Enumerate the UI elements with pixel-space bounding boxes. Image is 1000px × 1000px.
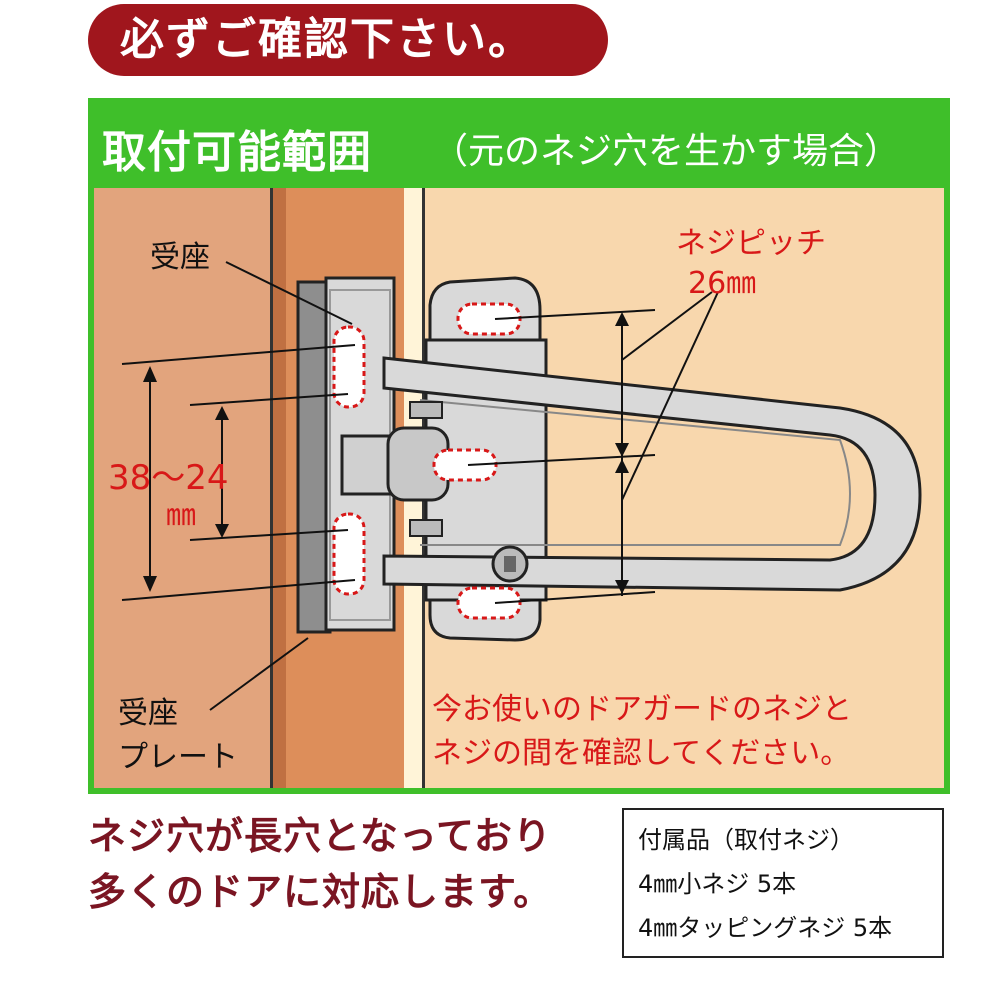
warning-banner: 必ずご確認下さい。 bbox=[88, 4, 608, 76]
slot-feature-text: ネジ穴が長穴となっており 多くのドアに対応します。 bbox=[88, 808, 552, 920]
pitch-dimension-arrows bbox=[615, 312, 629, 594]
pitch-dimension-lines bbox=[467, 291, 719, 604]
title-bar bbox=[94, 104, 944, 188]
guard-arm bbox=[382, 356, 922, 592]
guard-slot-bottom bbox=[456, 586, 522, 620]
receiver-plate-label-2: プレート bbox=[118, 740, 238, 775]
receiver-slot-lower bbox=[332, 512, 366, 596]
range-unit: ㎜ bbox=[166, 498, 196, 533]
receiver-label: 受座 bbox=[150, 240, 210, 275]
slot-feature-line-2: 多くのドアに対応します。 bbox=[88, 870, 553, 914]
check-note-line-2: ネジの間を確認してください。 bbox=[432, 736, 851, 771]
receiver-plate-label-1: 受座 bbox=[118, 696, 178, 731]
slot-feature-line-1: ネジ穴が長穴となっており bbox=[88, 814, 552, 858]
range-dimension-lines bbox=[121, 344, 356, 601]
diagram-subtitle: （元のネジ穴を生かす場合） bbox=[432, 131, 901, 172]
range-value: 38～24 bbox=[108, 458, 229, 498]
guard-slot-top bbox=[456, 302, 522, 336]
check-note: 今お使いのドアガードのネジと ネジの間を確認してください。 bbox=[432, 688, 852, 776]
accessories-box: 付属品（取付ネジ） 4㎜小ネジ 5本 4㎜タッピングネジ 5本 bbox=[622, 808, 944, 958]
accessories-item-2: 4㎜タッピングネジ 5本 bbox=[638, 914, 893, 942]
diagram-title: 取付可能範囲 bbox=[102, 127, 372, 178]
accessories-title: 付属品（取付ネジ） bbox=[638, 826, 854, 854]
check-note-line-1: 今お使いのドアガードのネジと bbox=[432, 692, 852, 727]
accessories-item-1: 4㎜小ネジ 5本 bbox=[638, 870, 797, 898]
range-dimension-arrows bbox=[143, 366, 229, 592]
guard-slot-middle bbox=[432, 448, 498, 482]
pitch-label: ネジピッチ bbox=[676, 226, 826, 261]
pitch-value: 26㎜ bbox=[688, 266, 757, 301]
